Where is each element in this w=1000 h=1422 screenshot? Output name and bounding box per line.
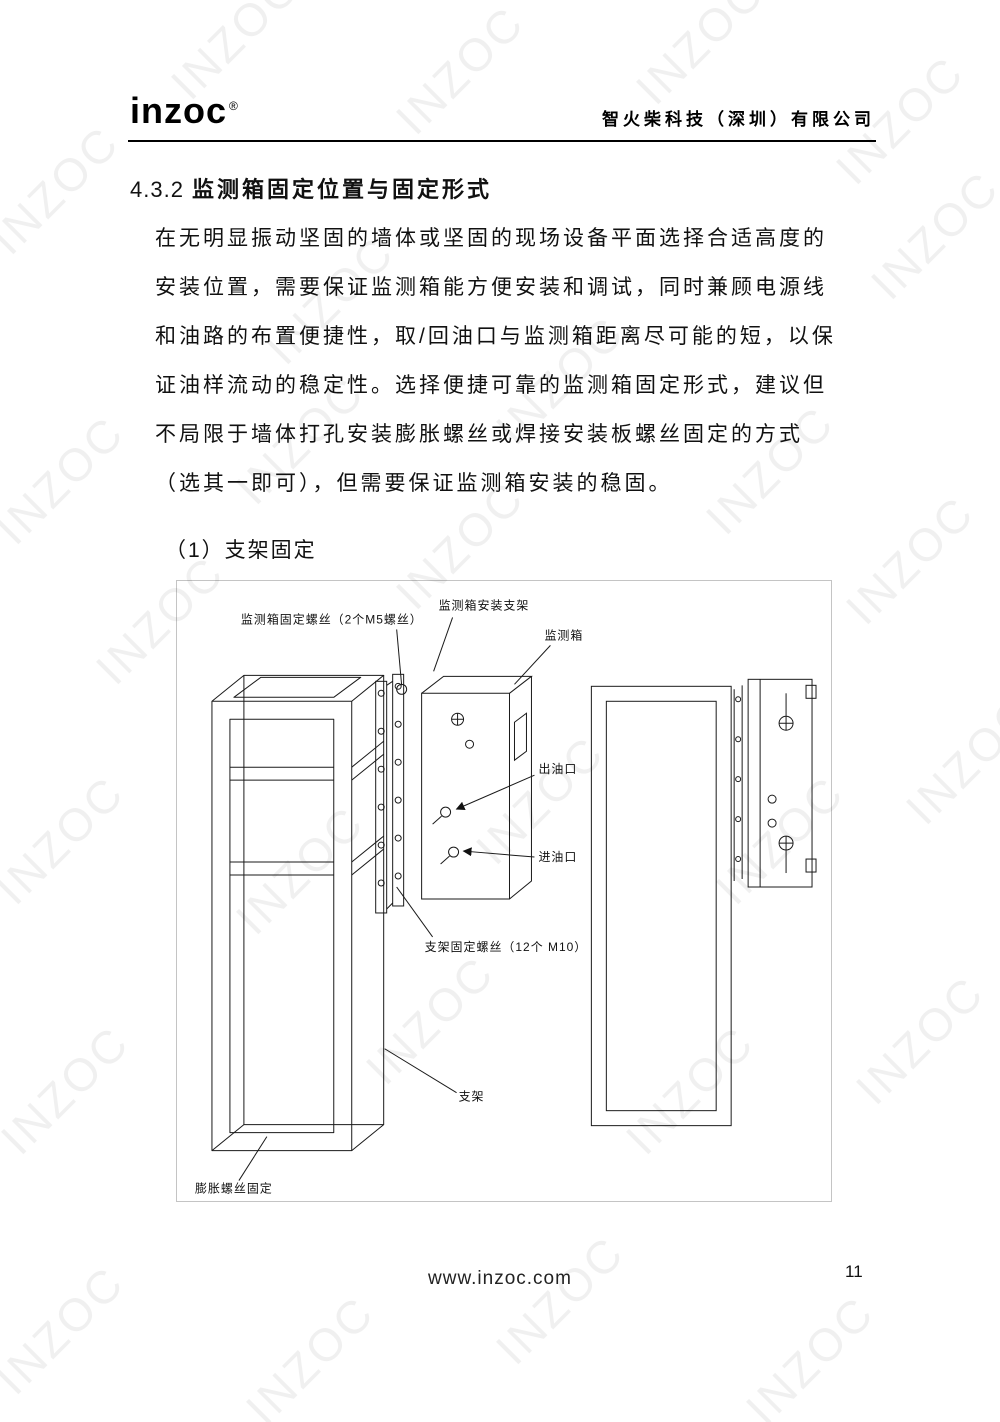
watermark-text: INZOC	[0, 1015, 140, 1165]
diagram-svg: 监测箱固定螺丝（2个M5螺丝） 监测箱安装支架 监测箱 出油口 进油口 支架固定…	[195, 597, 817, 1196]
watermark-text: INZOC	[845, 965, 995, 1115]
label-expansion-screw: 膨胀螺丝固定	[195, 1181, 273, 1196]
body-paragraph: 在无明显振动坚固的墙体或坚固的现场设备平面选择合适高度的 安装位置，需要保证监测…	[155, 214, 885, 508]
section-heading: 4.3.2 监测箱固定位置与固定形式	[130, 172, 492, 204]
section-title: 监测箱固定位置与固定形式	[191, 177, 492, 202]
watermark-text: INZOC	[385, 0, 535, 145]
watermark-text: INZOC	[895, 685, 1000, 835]
company-name: 智火柴科技（深圳）有限公司	[602, 110, 875, 129]
watermark-text: INZOC	[485, 1225, 635, 1375]
watermark-text: INZOC	[0, 405, 135, 555]
page-number: 11	[845, 1262, 863, 1281]
label-bracket: 支架	[459, 1090, 485, 1104]
mounting-bracket-drawing	[375, 673, 408, 914]
list-item-bracket-fixing: （1）支架固定	[165, 539, 317, 562]
paragraph-line: 不局限于墙体打孔安装膨胀螺丝或焊接安装板螺丝固定的方式	[155, 423, 803, 446]
label-bracket-fixing-screws: 支架固定螺丝（12个 M10）	[425, 939, 588, 954]
bracket-mounting-diagram: 监测箱固定螺丝（2个M5螺丝） 监测箱安装支架 监测箱 出油口 进油口 支架固定…	[176, 580, 832, 1202]
rack-frame-drawing	[211, 674, 385, 1152]
paragraph-line: 在无明显振动坚固的墙体或坚固的现场设备平面选择合适高度的	[155, 227, 827, 250]
inzoc-logo: inzoc®	[130, 90, 239, 132]
monitor-box-drawing	[421, 675, 533, 900]
watermark-text: INZOC	[235, 1285, 385, 1422]
watermark-text: INZOC	[625, 0, 775, 115]
side-view-drawing	[590, 678, 817, 1127]
registered-mark: ®	[229, 99, 239, 113]
logo-text: inzoc	[130, 90, 228, 131]
watermark-text: INZOC	[0, 765, 135, 915]
label-mounting-bracket: 监测箱安装支架	[439, 597, 530, 612]
paragraph-line: 证油样流动的稳定性。选择便捷可靠的监测箱固定形式，建议但	[155, 374, 827, 397]
leader-lines	[238, 617, 551, 1181]
section-number: 4.3.2	[130, 177, 184, 202]
paragraph-line: 和油路的布置便捷性，取/回油口与监测箱距离尽可能的短，以保	[155, 325, 836, 348]
watermark-text: INZOC	[735, 1285, 885, 1422]
paragraph-line: 安装位置，需要保证监测箱能方便安装和调试，同时兼顾电源线	[155, 276, 827, 299]
label-oil-outlet: 出油口	[538, 762, 577, 776]
footer-website: www.inzoc.com	[428, 1268, 572, 1289]
watermark-text: INZOC	[0, 115, 130, 265]
paragraph-line: （选其一即可），但需要保证监测箱安装的稳固。	[155, 472, 673, 495]
label-box-fixing-screws: 监测箱固定螺丝（2个M5螺丝）	[241, 611, 423, 626]
label-monitor-box: 监测箱	[544, 627, 583, 642]
header-divider	[128, 140, 876, 142]
label-oil-inlet: 进油口	[538, 850, 577, 864]
